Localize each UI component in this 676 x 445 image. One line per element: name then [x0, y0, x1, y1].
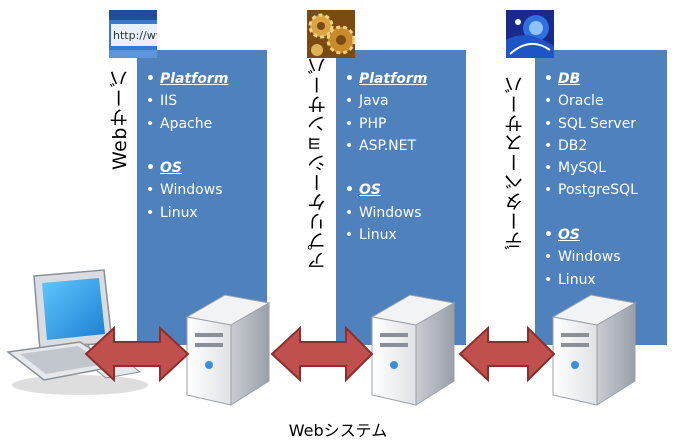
list-item-text: PHP: [359, 115, 387, 132]
bullet: •: [544, 227, 553, 244]
list-item-text: Apache: [160, 115, 213, 132]
list-item-text: MySQL: [558, 160, 607, 177]
list-item-text: Linux: [359, 227, 397, 244]
system-caption: Webシステム: [288, 421, 388, 440]
list-item-text: PostgreSQL: [558, 182, 638, 199]
web-server-list: • Platform • IIS • Apache • OS • Windows • Linux: [146, 68, 228, 224]
list-item-text: Windows: [359, 204, 422, 221]
list-item-text: Linux: [160, 204, 198, 221]
web-server-panel: • Platform • IIS • Apache • OS • Windows • Linux: [137, 50, 267, 345]
bullet: •: [345, 71, 354, 87]
list-item: • Linux: [146, 202, 228, 224]
double-arrow-icon: [84, 325, 190, 383]
bullet: •: [146, 204, 155, 221]
list-item: • IIS: [146, 90, 228, 112]
db-server-icon: [551, 294, 637, 406]
list-item-text: Windows: [160, 182, 223, 199]
list-item-text: DB2: [558, 137, 588, 154]
list-item: • PHP: [345, 113, 427, 135]
list-item: • DB2: [544, 135, 638, 157]
bullet: •: [146, 160, 155, 177]
db-server-list: • DB • Oracle • SQL Server • DB2 • MySQL • PostgreS…: [544, 68, 638, 291]
bullet: •: [345, 93, 354, 110]
bullet: •: [146, 71, 155, 87]
list-item-text: Windows: [558, 249, 621, 266]
list-item-text: SQL Server: [558, 115, 637, 132]
list-heading-text: OS: [160, 160, 182, 177]
bullet: •: [544, 160, 553, 177]
db-server-panel: • DB • Oracle • SQL Server • DB2 • MySQL • PostgreS…: [535, 50, 667, 345]
list-item: • Linux: [345, 224, 427, 246]
list-heading: • OS: [146, 157, 228, 179]
list-heading-text: OS: [558, 227, 580, 244]
list-item: • SQL Server: [544, 113, 638, 135]
app-server-list: • Platform • Java • PHP • ASP.NET • OS • Windows • Li…: [345, 68, 427, 246]
list-heading-text: DB: [558, 71, 581, 87]
list-heading: • Platform: [146, 68, 228, 90]
list-item: • ASP.NET: [345, 135, 427, 157]
list-item: • Windows: [146, 179, 228, 201]
bullet: •: [345, 227, 354, 244]
browser-address-text: http://ww: [113, 29, 157, 42]
list-item: • Windows: [345, 202, 427, 224]
browser-address-icon: http://ww: [109, 10, 157, 58]
bullet: •: [345, 137, 354, 154]
bullet: •: [544, 115, 553, 132]
double-arrow-icon: [270, 325, 374, 383]
web-server-icon: [185, 294, 271, 406]
bullet: •: [544, 93, 553, 110]
bullet: •: [345, 115, 354, 132]
list-item: • Linux: [544, 269, 638, 291]
list-heading-text: Platform: [359, 71, 428, 87]
bullet: •: [345, 182, 354, 199]
bullet: •: [146, 182, 155, 199]
bullet: •: [345, 204, 354, 221]
gears-icon: [307, 10, 355, 58]
bullet: •: [544, 71, 553, 87]
list-item-text: ASP.NET: [359, 137, 417, 154]
list-item: • PostgreSQL: [544, 179, 638, 201]
list-item-text: Linux: [558, 271, 596, 288]
bullet: •: [146, 93, 155, 110]
list-item-text: Java: [359, 93, 389, 110]
double-arrow-icon: [458, 325, 556, 383]
list-item: • Java: [345, 90, 427, 112]
list-item: • Windows: [544, 246, 638, 268]
list-item-text: Oracle: [558, 93, 604, 110]
list-heading-text: OS: [359, 182, 381, 199]
list-item: • Apache: [146, 113, 228, 135]
list-heading: • OS: [345, 179, 427, 201]
list-item: • MySQL: [544, 157, 638, 179]
app-server-panel: • Platform • Java • PHP • ASP.NET • OS • Windows • Li…: [336, 50, 466, 345]
list-heading-text: Platform: [160, 71, 229, 87]
list-heading: • DB: [544, 68, 638, 90]
bullet: •: [544, 249, 553, 266]
bullet: •: [544, 271, 553, 288]
bullet: •: [544, 182, 553, 199]
list-item: • Oracle: [544, 90, 638, 112]
list-heading: • Platform: [345, 68, 427, 90]
list-item-text: IIS: [160, 93, 178, 110]
database-abstract-icon: [506, 10, 554, 58]
client-computer-icon: [6, 269, 148, 395]
list-heading: • OS: [544, 224, 638, 246]
bullet: •: [544, 137, 553, 154]
app-server-icon: [370, 294, 456, 406]
bullet: •: [146, 115, 155, 132]
